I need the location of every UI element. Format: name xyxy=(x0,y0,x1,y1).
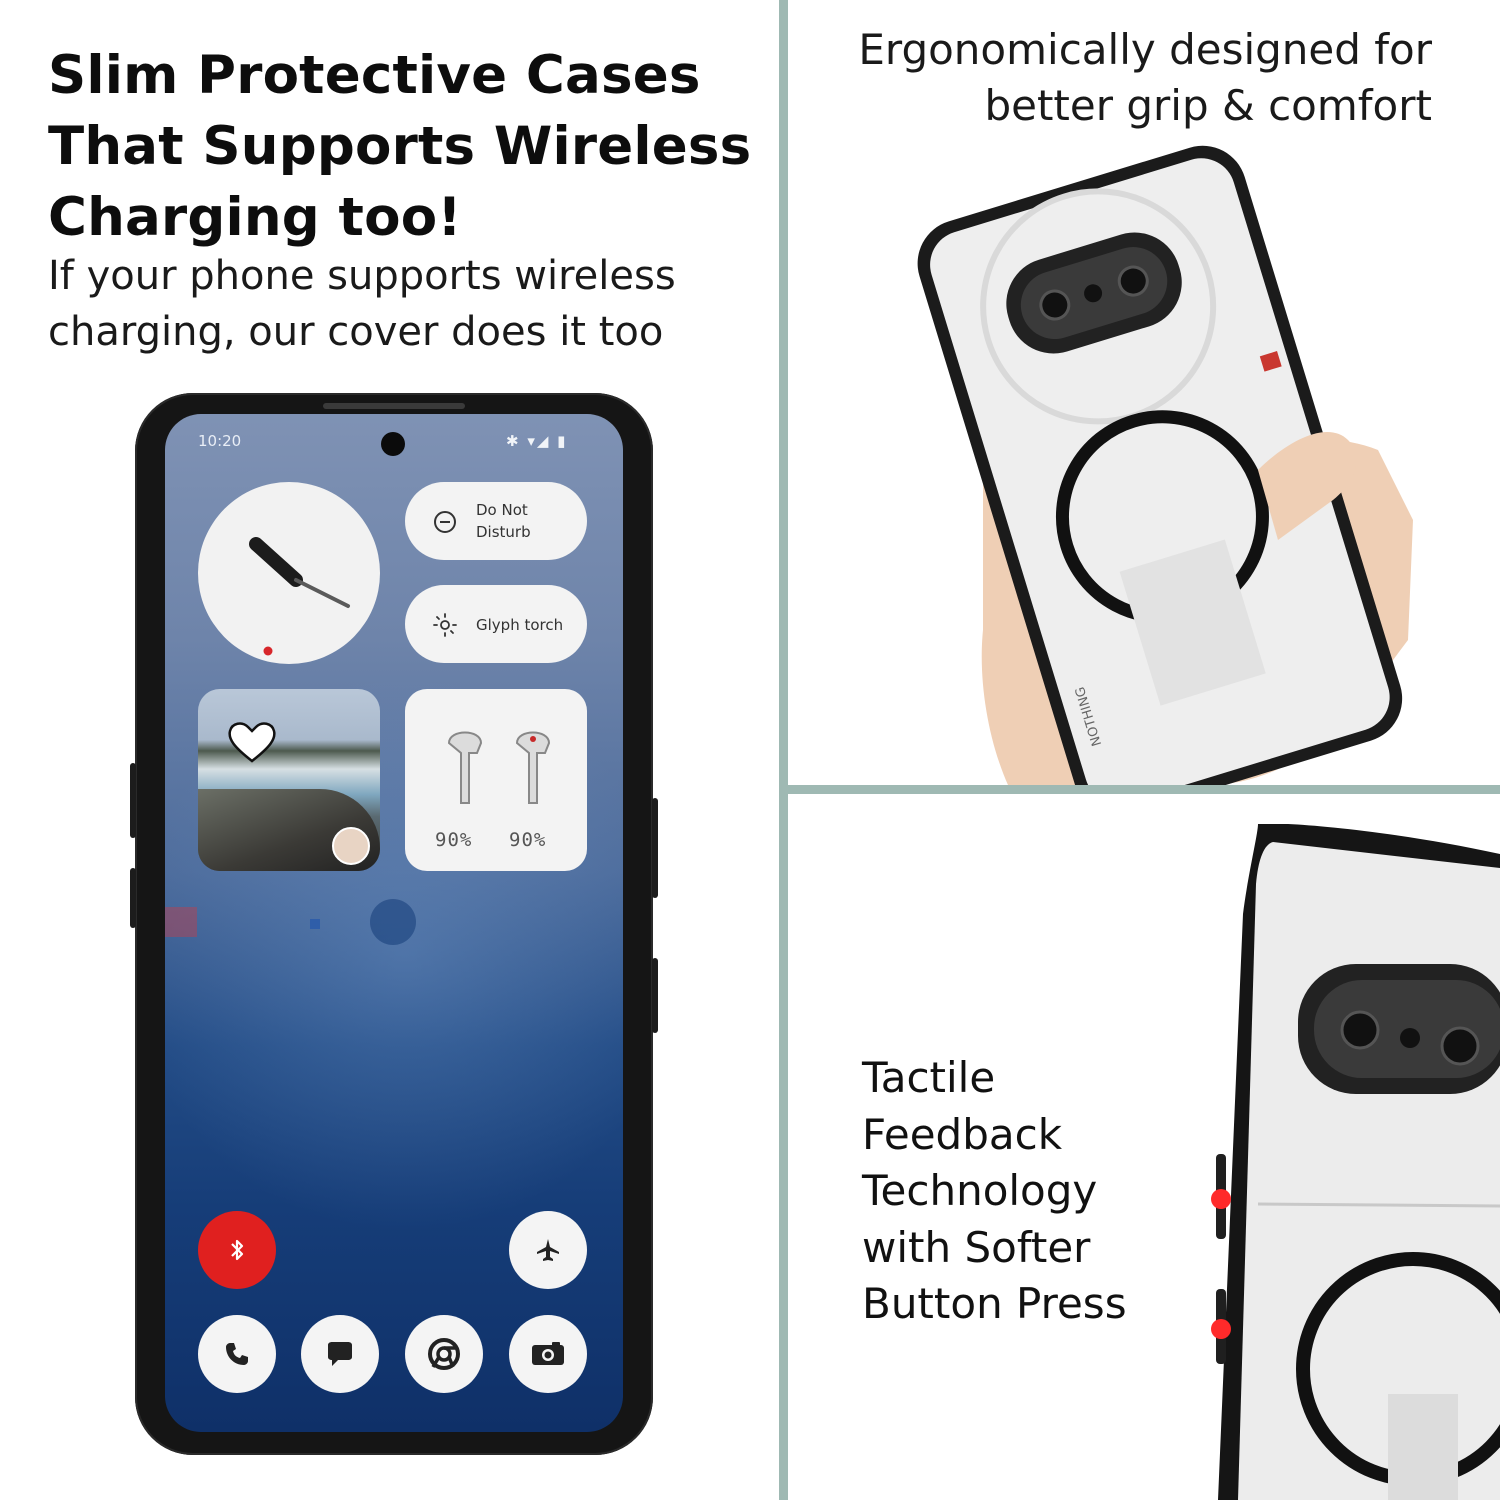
status-time: 10:20 xyxy=(198,432,242,450)
heart-icon xyxy=(228,722,276,763)
ergonomic-caption: Ergonomically designed for better grip &… xyxy=(792,22,1432,134)
subline-line-2: charging, our cover does it too xyxy=(48,309,664,355)
horizontal-divider xyxy=(788,785,1500,794)
photo-widget[interactable] xyxy=(198,689,380,871)
chrome-app-button[interactable] xyxy=(405,1315,483,1393)
tactile-caption-line-3: Technology xyxy=(862,1166,1098,1215)
airplane-icon xyxy=(537,1239,559,1261)
case-side-illustration xyxy=(1211,824,1500,1500)
tactile-caption: Tactile Feedback Technology with Softer … xyxy=(862,1050,1192,1333)
dnd-minus-icon xyxy=(434,511,456,533)
case-side-buttons-photo xyxy=(788,794,1500,1500)
headline-line-1: Slim Protective Cases xyxy=(48,45,701,106)
messages-icon xyxy=(328,1342,352,1366)
camera-app-button[interactable] xyxy=(509,1315,587,1393)
tactile-caption-line-5: Button Press xyxy=(862,1279,1127,1328)
ergonomic-caption-line-1: Ergonomically designed for xyxy=(858,25,1432,74)
headline-line-2: That Supports Wireless xyxy=(48,116,752,177)
avatar xyxy=(332,827,370,865)
phone-right-button xyxy=(652,798,658,898)
glyph-torch-toggle[interactable] xyxy=(405,585,587,663)
messages-app-button[interactable] xyxy=(301,1315,379,1393)
case-back-in-hand-photo: NOTHING xyxy=(788,0,1500,785)
clock-widget[interactable] xyxy=(198,482,380,664)
tactile-caption-line-4: with Softer xyxy=(862,1222,1091,1272)
status-icons: ✱ ▾◢ ▮ xyxy=(506,432,568,450)
bud-right-percent: 90% xyxy=(509,829,547,851)
vertical-divider xyxy=(779,0,788,1500)
tactile-caption-line-1: Tactile xyxy=(862,1053,996,1102)
subline-line-1: If your phone supports wireless xyxy=(48,253,676,299)
bluetooth-button[interactable] xyxy=(198,1211,276,1289)
clock-hands-icon xyxy=(249,537,350,656)
phone-top-speaker xyxy=(323,403,465,409)
dnd-label-line-1: Do Not xyxy=(476,501,528,519)
front-camera xyxy=(381,432,405,456)
highlight-dot-lower xyxy=(1211,1319,1231,1339)
glyph-torch-label: Glyph torch xyxy=(476,616,564,634)
airplane-mode-button[interactable] xyxy=(509,1211,587,1289)
dnd-label-line-2: Disturb xyxy=(476,523,531,541)
bud-left-percent: 90% xyxy=(435,829,473,851)
subline: If your phone supports wireless charging… xyxy=(48,248,768,360)
tactile-caption-line-2: Feedback xyxy=(862,1109,1063,1159)
bluetooth-icon xyxy=(231,1239,244,1261)
ergonomic-caption-line-2: better grip & comfort xyxy=(984,81,1432,130)
phone-app-button[interactable] xyxy=(198,1315,276,1393)
headline-line-3: Charging too! xyxy=(48,187,462,248)
phone-left-button-2 xyxy=(130,868,136,928)
headline: Slim Protective Cases That Supports Wire… xyxy=(48,40,768,253)
chrome-icon xyxy=(428,1338,460,1370)
hand-holding-case-illustration: NOTHING xyxy=(917,145,1413,785)
phone-left-button xyxy=(130,763,136,838)
glyph-torch-icon xyxy=(433,613,457,637)
highlight-dot-upper xyxy=(1211,1189,1231,1209)
wallpaper-small-square xyxy=(310,919,320,929)
camera-icon xyxy=(532,1342,564,1365)
phone-right-button-2 xyxy=(652,958,658,1033)
phone-icon xyxy=(226,1343,248,1365)
wallpaper-square xyxy=(165,907,197,937)
wallpaper-dot xyxy=(370,899,416,945)
earbuds-battery-widget[interactable]: 90% 90% xyxy=(405,689,587,871)
earbuds-icon xyxy=(447,731,551,804)
